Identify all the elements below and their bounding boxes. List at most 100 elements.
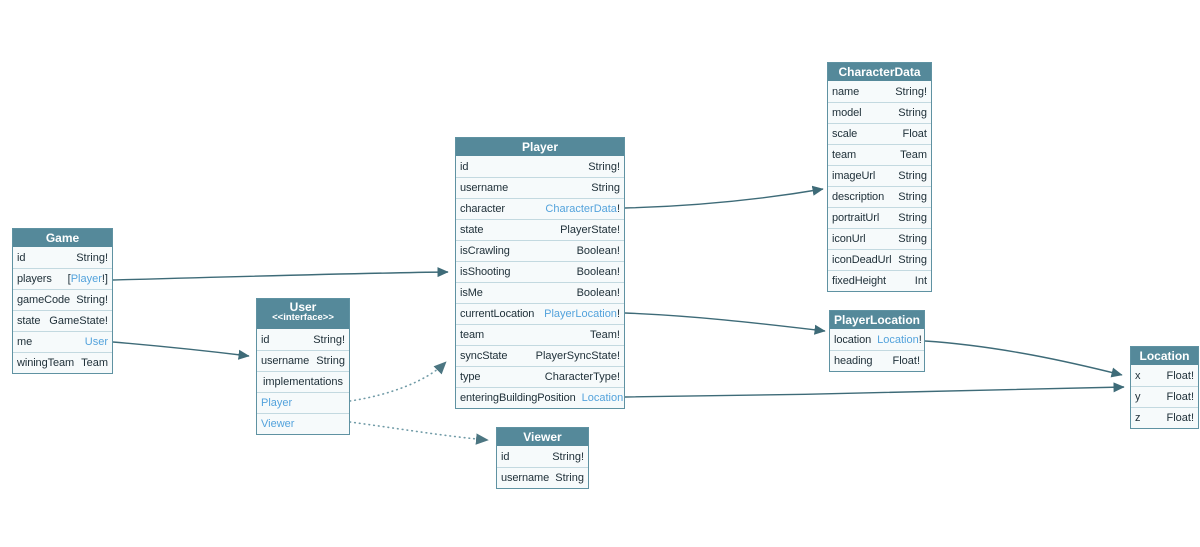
field-row-location-x[interactable]: x Float! — [1131, 365, 1198, 386]
type-text: [ — [67, 273, 71, 285]
field-row-player-syncstate[interactable]: syncState PlayerSyncState! — [456, 345, 624, 366]
field-row-player-isme[interactable]: isMe Boolean! — [456, 282, 624, 303]
field-name: username — [501, 472, 550, 484]
field-row-characterdata-model[interactable]: model String — [828, 102, 931, 123]
field-row-game-gamecode[interactable]: gameCode String! — [13, 289, 112, 310]
type-link[interactable]: Location — [877, 333, 919, 346]
field-row-characterdata-icondeadurl[interactable]: iconDeadUrl String — [828, 249, 931, 270]
field-row-user-username[interactable]: username String — [257, 350, 349, 371]
field-row-viewer-username[interactable]: username String — [497, 467, 588, 488]
field-row-user-id[interactable]: id String! — [257, 329, 349, 350]
field-type: Float! — [1166, 391, 1194, 403]
type-text: String! — [588, 160, 620, 173]
field-type: String — [898, 254, 927, 266]
type-node-viewer-header[interactable]: Viewer — [497, 428, 588, 446]
field-type: PlayerLocation! — [544, 308, 620, 320]
implementation-link[interactable]: Viewer — [261, 418, 295, 430]
field-row-player-id[interactable]: id String! — [456, 156, 624, 177]
field-row-player-username[interactable]: username String — [456, 177, 624, 198]
field-row-player-enteringbuildingposition[interactable]: enteringBuildingPosition Location — [456, 387, 624, 408]
edge-user-implementation-player[interactable] — [349, 361, 447, 402]
field-name: name — [832, 85, 860, 98]
type-node-player-header[interactable]: Player — [456, 138, 624, 156]
type-node-characterdata[interactable]: CharacterData name String! model String … — [827, 62, 932, 292]
type-link[interactable]: PlayerLocation — [544, 308, 617, 320]
edge-game-me-to-user[interactable] — [112, 341, 250, 360]
implementation-row-viewer[interactable]: Viewer — [257, 413, 349, 434]
type-node-characterdata-header[interactable]: CharacterData — [828, 63, 931, 81]
field-row-playerlocation-heading[interactable]: heading Float! — [830, 350, 924, 371]
type-link[interactable]: CharacterData — [545, 203, 617, 215]
field-row-characterdata-portraiturl[interactable]: portraitUrl String — [828, 207, 931, 228]
field-type: User — [85, 336, 108, 348]
field-row-player-isshooting[interactable]: isShooting Boolean! — [456, 261, 624, 282]
type-text: String! — [313, 333, 345, 346]
field-row-game-me[interactable]: me User — [13, 331, 112, 352]
implementation-row-player[interactable]: Player — [257, 392, 349, 413]
field-row-characterdata-iconurl[interactable]: iconUrl String — [828, 228, 931, 249]
field-row-game-winingteam[interactable]: winingTeam Team — [13, 352, 112, 373]
type-node-location-header[interactable]: Location — [1131, 347, 1198, 365]
field-name: id — [460, 160, 469, 173]
type-text: Boolean! — [576, 266, 620, 278]
field-row-game-id[interactable]: id String! — [13, 247, 112, 268]
type-node-playerlocation[interactable]: PlayerLocation location Location! headin… — [829, 310, 925, 372]
field-row-characterdata-description[interactable]: description String — [828, 186, 931, 207]
type-text: Team — [81, 357, 108, 369]
field-row-game-players[interactable]: players [Player!] — [13, 268, 112, 289]
type-text: String — [591, 182, 620, 194]
field-row-characterdata-team[interactable]: team Team — [828, 144, 931, 165]
field-name: gameCode — [17, 294, 71, 306]
field-row-player-currentlocation[interactable]: currentLocation PlayerLocation! — [456, 303, 624, 324]
field-row-characterdata-name[interactable]: name String! — [828, 81, 931, 102]
edge-player-currentlocation-to-playerlocation[interactable] — [624, 312, 826, 335]
field-row-viewer-id[interactable]: id String! — [497, 446, 588, 467]
implementation-link[interactable]: Player — [261, 397, 293, 409]
field-name: character — [460, 203, 505, 215]
type-text: PlayerSyncState! — [535, 350, 620, 362]
field-row-game-state[interactable]: state GameState! — [13, 310, 112, 331]
field-row-playerlocation-location[interactable]: location Location! — [830, 329, 924, 350]
type-node-location[interactable]: Location x Float! y Float! z Float! — [1130, 346, 1199, 429]
edge-game-players-to-player[interactable] — [112, 267, 449, 281]
field-name: imageUrl — [832, 170, 876, 182]
type-node-player[interactable]: Player id String! username String charac… — [455, 137, 625, 409]
edge-player-character-to-characterdata[interactable] — [624, 185, 824, 209]
type-stereotype: <<interface>> — [272, 312, 334, 323]
field-row-player-state[interactable]: state PlayerState! — [456, 219, 624, 240]
type-text: String! — [552, 450, 584, 463]
type-node-playerlocation-header[interactable]: PlayerLocation — [830, 311, 924, 329]
field-type: String — [898, 191, 927, 203]
field-name: username — [261, 355, 310, 367]
type-link[interactable]: Player — [70, 273, 102, 285]
type-node-game[interactable]: Game id String! players [Player!] gameCo… — [12, 228, 113, 374]
field-row-characterdata-scale[interactable]: scale Float — [828, 123, 931, 144]
field-row-characterdata-imageurl[interactable]: imageUrl String — [828, 165, 931, 186]
field-row-location-y[interactable]: y Float! — [1131, 386, 1198, 407]
field-type: String! — [588, 161, 620, 173]
type-link[interactable]: User — [84, 336, 108, 348]
field-row-player-type[interactable]: type CharacterType! — [456, 366, 624, 387]
field-name: x — [1135, 369, 1141, 382]
field-row-player-iscrawling[interactable]: isCrawling Boolean! — [456, 240, 624, 261]
field-name: username — [460, 182, 509, 194]
type-link[interactable]: Location — [581, 392, 624, 404]
field-type: Boolean! — [577, 245, 620, 257]
type-node-user[interactable]: User <<interface>> id String! username S… — [256, 298, 350, 435]
type-node-viewer[interactable]: Viewer id String! username String — [496, 427, 589, 489]
field-row-player-team[interactable]: team Team! — [456, 324, 624, 345]
type-node-user-header[interactable]: User <<interface>> — [257, 299, 349, 329]
edge-playerlocation-location-to-location[interactable] — [924, 340, 1123, 378]
edge-user-implementation-viewer[interactable] — [349, 421, 489, 445]
field-type: String! — [552, 451, 584, 463]
field-row-characterdata-fixedheight[interactable]: fixedHeight Int — [828, 270, 931, 291]
field-row-location-z[interactable]: z Float! — [1131, 407, 1198, 428]
field-type: [Player!] — [68, 273, 108, 285]
field-row-player-character[interactable]: character CharacterData! — [456, 198, 624, 219]
field-name: description — [832, 191, 885, 203]
edge-player-enteringbuildingposition-to-location[interactable] — [624, 382, 1125, 398]
field-type: PlayerSyncState! — [536, 350, 620, 362]
type-text: ! — [616, 203, 620, 215]
type-node-game-header[interactable]: Game — [13, 229, 112, 247]
